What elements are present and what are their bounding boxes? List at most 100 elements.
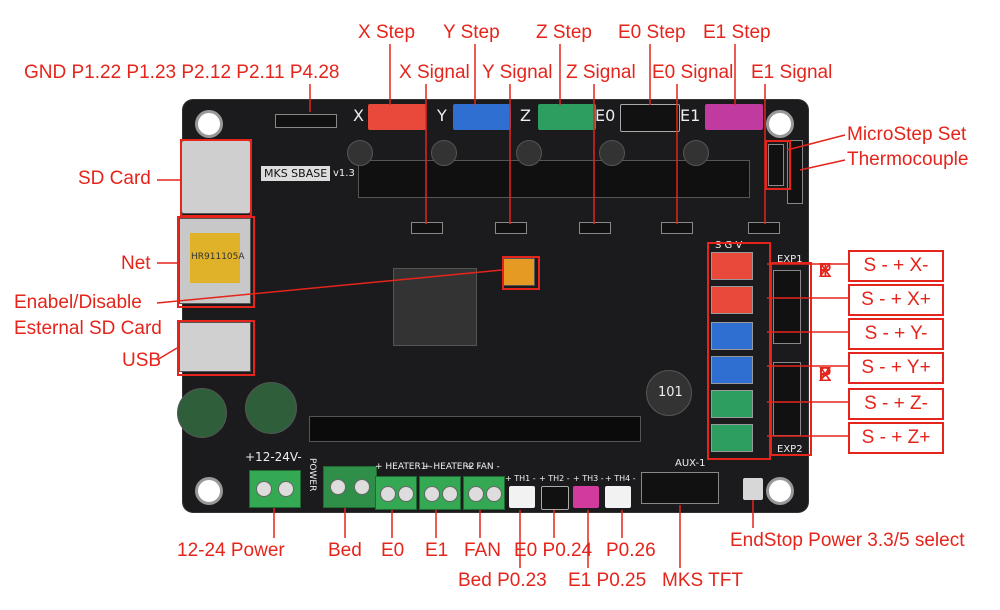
y-signal-header: [495, 222, 527, 234]
microstep-box: [765, 140, 791, 190]
mount-hole-top-left: [195, 110, 223, 138]
mks-tft-header: [641, 472, 719, 504]
label-bed: Bed: [328, 540, 362, 561]
exp1-letter: 1: [819, 260, 831, 282]
exp2-silk: EXP2: [777, 444, 803, 455]
axis-mark-y: Y: [437, 106, 447, 125]
mks-sbase-board: X Y Z E0 E1 MKS SBASE v1.3 HR911105A 101: [177, 100, 808, 512]
th4-silk: + TH4 -: [605, 474, 636, 483]
label-microstep: MicroStep Set: [847, 124, 967, 145]
fan-terminal: [463, 476, 505, 510]
e0-step-connector: [620, 104, 680, 132]
net-box: [177, 216, 255, 308]
label-usb: USB: [122, 350, 162, 371]
capacitor: [516, 140, 542, 166]
label-e1: E1: [425, 540, 449, 561]
label-y-step: Y Step: [443, 22, 500, 43]
th1-silk: + TH1 -: [505, 474, 536, 483]
label-e0-p024: E0 P0.24: [514, 540, 593, 561]
axis-mark-x: X: [353, 106, 364, 125]
inductor-label: 101: [658, 385, 683, 400]
label-power: 12-24 Power: [177, 540, 285, 561]
usb-connector: [179, 322, 251, 372]
capacitor: [683, 140, 709, 166]
endstop-z-max-connector: [711, 424, 753, 452]
exp2-letter: P: [818, 364, 832, 386]
label-e0-signal: E0 Signal: [652, 62, 734, 83]
endstop-x-max-legend: S - + X+: [848, 284, 944, 316]
gnd-pin-header: [275, 114, 337, 128]
voltage-range-silk: +12-24V-: [245, 450, 302, 464]
endstop-y-min-legend: S - + Y-: [848, 318, 944, 350]
exp2-letter: X: [818, 364, 832, 386]
endstop-z-max-legend: S - + Z+: [848, 422, 944, 454]
enable-dip-box: [502, 256, 540, 290]
capacitor: [431, 140, 457, 166]
label-bed-p023: Bed P0.23: [458, 570, 547, 591]
endstop-y-min-connector: [711, 322, 753, 350]
th1-connector: [509, 486, 535, 508]
heater1-silk: + HEATER1 -: [375, 462, 433, 472]
endstop-x-min-legend: S - + X-: [848, 250, 944, 282]
label-e0: E0: [381, 540, 405, 561]
sgv-label: S G V: [715, 240, 743, 251]
th3-connector: [573, 486, 599, 508]
exp2-letter: 2: [819, 364, 831, 386]
board-version: v1.3: [333, 168, 355, 179]
endstop-x-min-connector: [711, 252, 753, 280]
exp1-silk: EXP1: [777, 254, 803, 265]
sd-card-box: [180, 139, 252, 217]
label-e1-p025: E1 P0.25: [568, 570, 647, 591]
endstop-box: [707, 242, 771, 460]
th3-silk: + TH3 -: [573, 474, 604, 483]
capacitor: [599, 140, 625, 166]
fan-silk: + FAN -: [466, 462, 500, 472]
e1-signal-header: [748, 222, 780, 234]
aux-silk: AUX-1: [675, 458, 706, 469]
exp2-header: [773, 362, 801, 436]
power-capacitor-1: [177, 388, 227, 438]
label-z-step: Z Step: [536, 22, 592, 43]
label-x-step: X Step: [358, 22, 416, 43]
board-name: MKS SBASE: [261, 166, 331, 181]
x-signal-header: [411, 222, 443, 234]
th2-silk: + TH2 -: [539, 474, 570, 483]
inductor: [646, 370, 692, 416]
th2-connector: [541, 486, 569, 510]
exp1-letter: P: [818, 260, 832, 282]
endstop-y-max-connector: [711, 356, 753, 384]
capacitor: [347, 140, 373, 166]
label-x-signal: X Signal: [399, 62, 470, 83]
microstep-dip: [768, 144, 784, 186]
power-terminal: [249, 470, 301, 508]
th4-connector: [605, 486, 631, 508]
label-enable-disable: Enabel/Disable: [14, 292, 142, 313]
endstop-z-min-legend: S - + Z-: [848, 388, 944, 420]
bed-terminal: [323, 466, 377, 508]
axis-mark-e1: E1: [680, 106, 701, 125]
z-signal-header: [579, 222, 611, 234]
e0-heater-terminal: [375, 476, 417, 510]
label-thermocouple: Thermocouple: [847, 149, 969, 170]
label-endstop-power: EndStop Power 3.3/5 select: [730, 530, 965, 551]
label-y-signal: Y Signal: [482, 62, 553, 83]
e1-step-connector: [705, 104, 763, 130]
power-capacitor-2: [245, 382, 297, 434]
mount-hole-top-right: [766, 110, 794, 138]
label-z-signal: Z Signal: [566, 62, 636, 83]
exp1-letter: E: [818, 260, 832, 282]
axis-mark-e0: E0: [595, 106, 616, 125]
label-e0-step: E0 Step: [618, 22, 686, 43]
stepper-driver-bank: [358, 160, 750, 198]
exp2-letter: E: [818, 364, 832, 386]
label-p026: P0.26: [606, 540, 656, 561]
label-e1-signal: E1 Signal: [751, 62, 833, 83]
endstop-x-max-connector: [711, 286, 753, 314]
net-jack-label: HR911105A: [191, 252, 245, 262]
label-external-sd: Esternal SD Card: [14, 318, 162, 339]
y-step-connector: [453, 104, 511, 130]
label-net: Net: [121, 253, 151, 274]
e1-heater-terminal: [419, 476, 461, 510]
mosfet-heatsink: [309, 416, 641, 442]
heater2-silk: + HEATER2 -: [423, 462, 481, 472]
